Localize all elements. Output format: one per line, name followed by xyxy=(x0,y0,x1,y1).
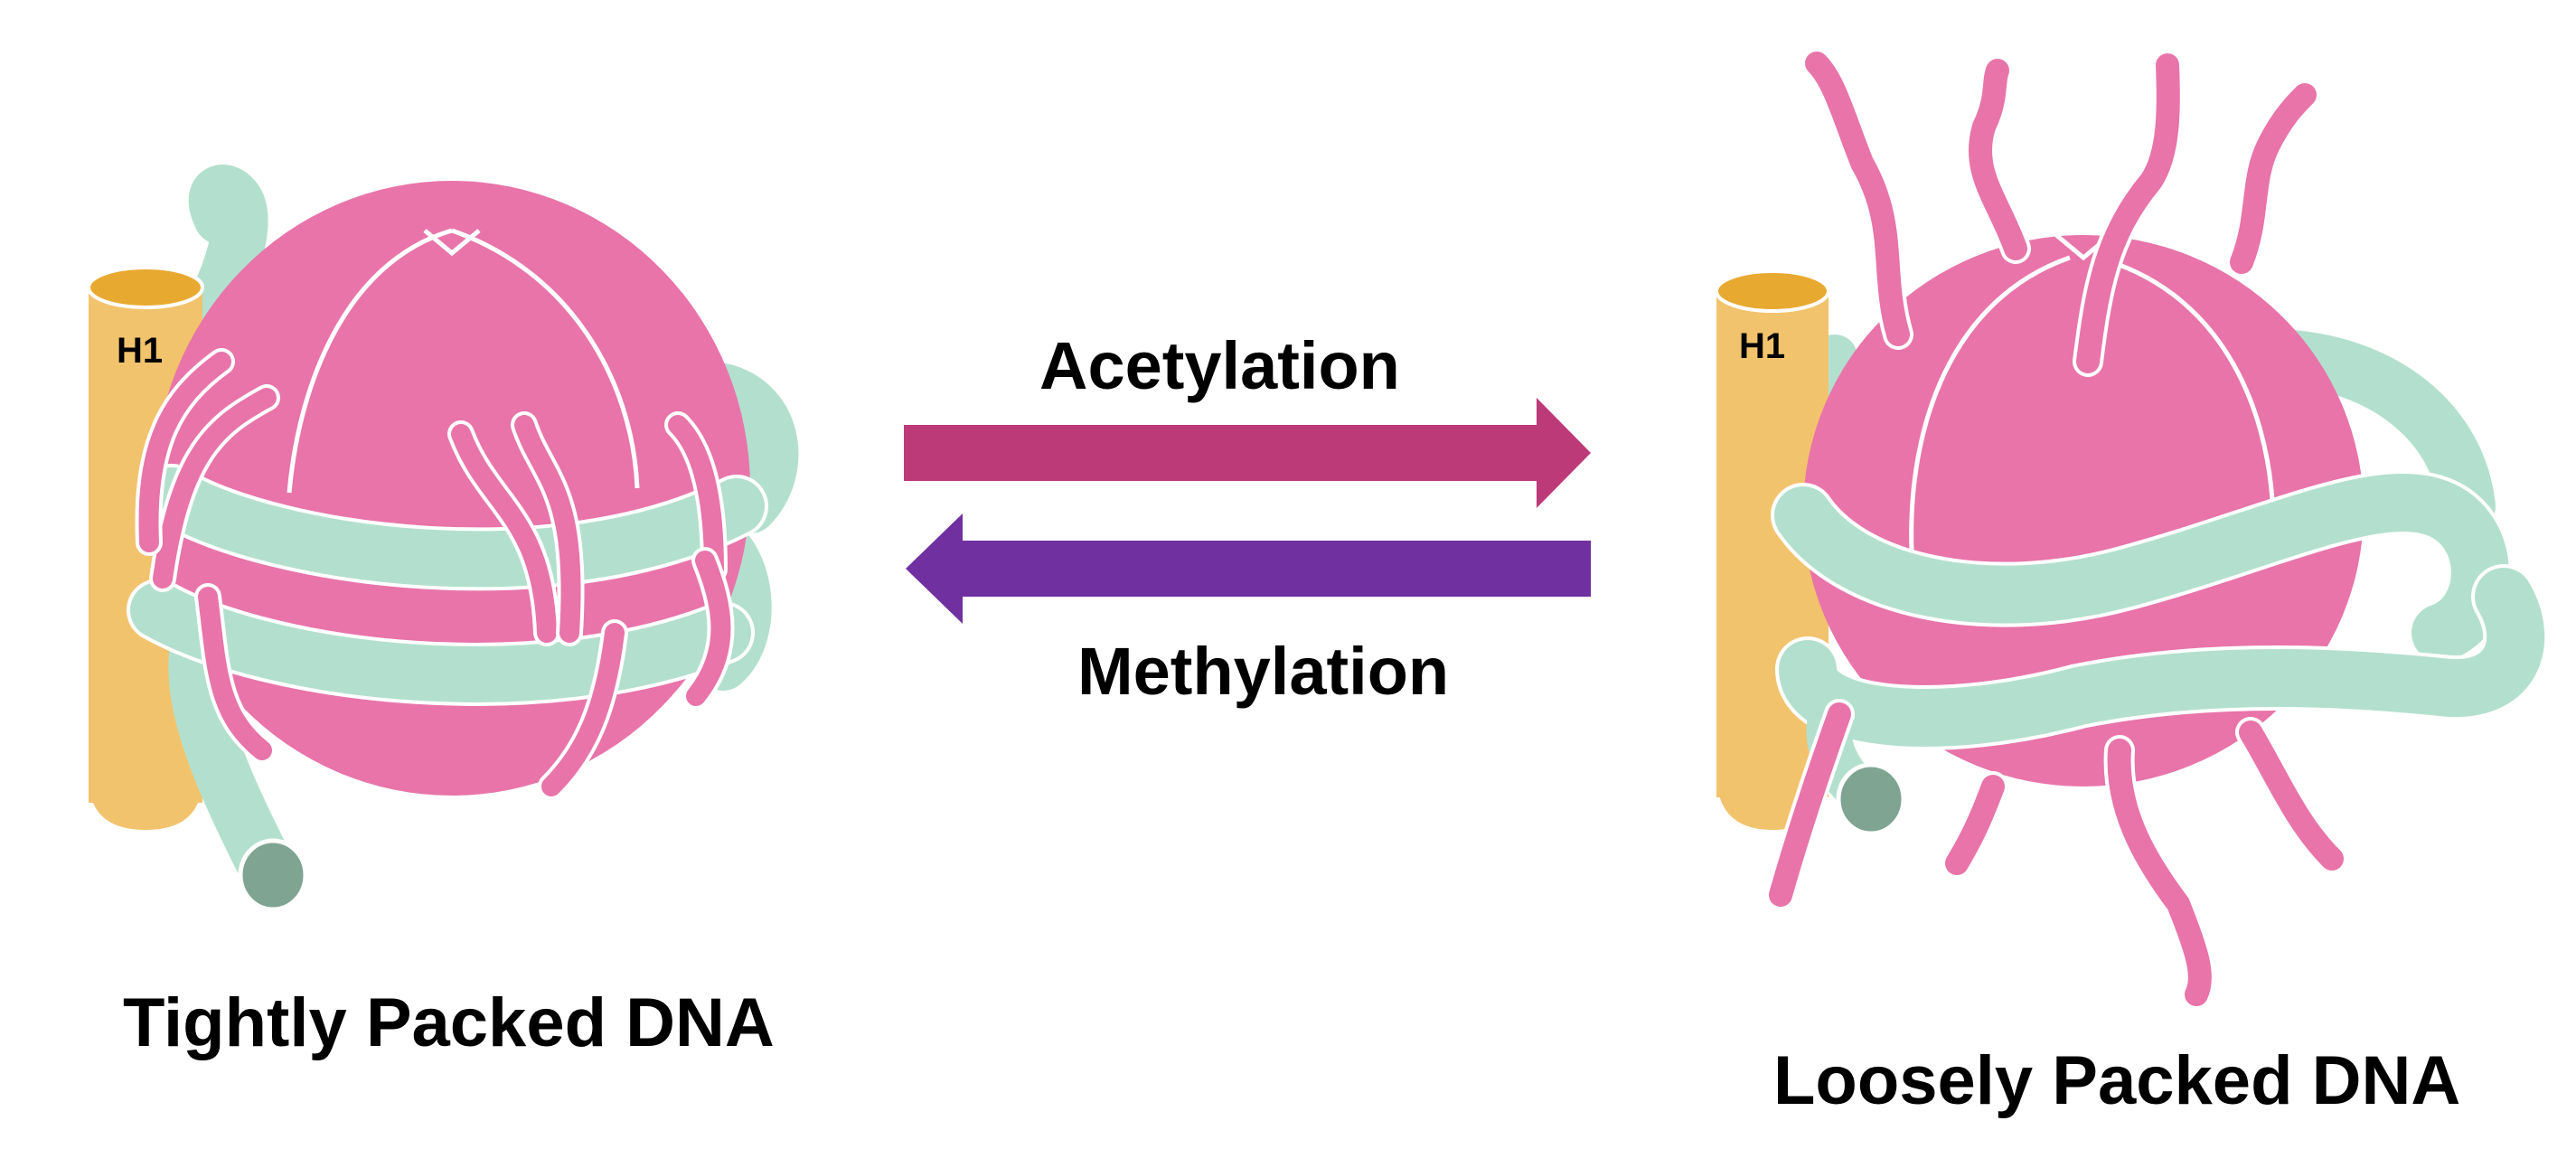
acetylation-arrow xyxy=(904,398,1591,508)
histone-tails-extended-up xyxy=(1801,48,2320,377)
histone-tails-left xyxy=(135,348,735,800)
h1-label-left: H1 xyxy=(117,331,164,371)
methylation-arrow xyxy=(906,513,1591,624)
h1-label-right: H1 xyxy=(1739,326,1786,366)
dna-end-cap-right xyxy=(1836,762,1906,836)
loosely-packed-nucleosome xyxy=(1715,48,2549,1010)
acetylation-label: Acetylation xyxy=(1039,328,1400,403)
histone-tails-extended-down xyxy=(1765,699,2347,1010)
dna-end-cap-left xyxy=(238,838,308,912)
tightly-packed-caption: Tightly Packed DNA xyxy=(123,984,775,1061)
loosely-packed-caption: Loosely Packed DNA xyxy=(1773,1042,2461,1119)
dna-strand-back-top xyxy=(182,165,268,340)
tightly-packed-nucleosome xyxy=(87,165,799,912)
methylation-label: Methylation xyxy=(1077,634,1450,709)
